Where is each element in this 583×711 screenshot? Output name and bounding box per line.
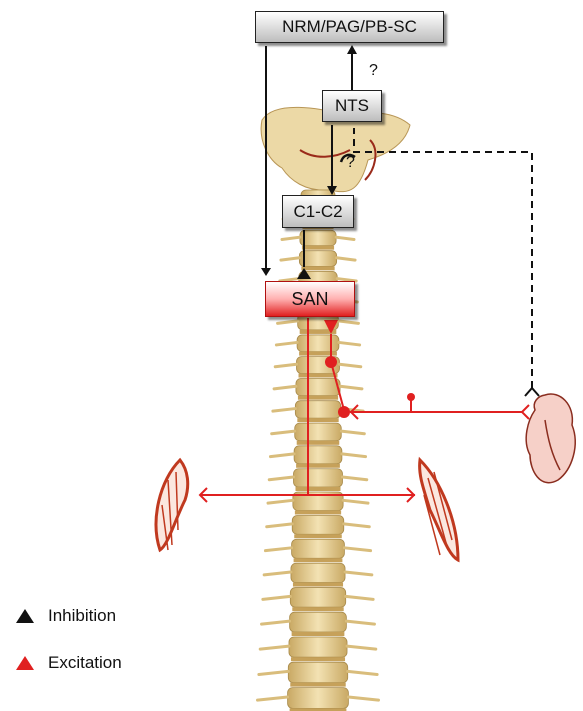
intervertebral-disc <box>295 487 340 491</box>
vertebra <box>291 563 345 582</box>
vertebra <box>290 588 345 608</box>
vertebra <box>288 662 347 682</box>
heart-afferent-fork <box>525 388 539 396</box>
intervertebral-disc <box>297 418 338 422</box>
legend-excitation: Excitation <box>16 653 122 673</box>
intervertebral-disc <box>290 683 345 687</box>
intervertebral-disc <box>298 396 338 400</box>
intervertebral-disc <box>297 441 340 445</box>
brainstem-to-san-arrowhead <box>261 268 271 276</box>
excitation-legend-icon <box>16 656 34 670</box>
intervertebral-disc <box>293 583 343 587</box>
intervertebral-disc <box>295 510 341 514</box>
san-node: SAN <box>265 281 355 317</box>
inhibition-legend-icon <box>16 609 34 623</box>
intervertebral-disc <box>296 464 340 468</box>
vertebra <box>289 637 347 657</box>
muscle-icon <box>156 460 188 550</box>
heart-icon <box>526 394 575 483</box>
question-mark-upper: ? <box>369 62 378 80</box>
nts-node: NTS <box>322 90 382 122</box>
vertebra <box>294 446 342 464</box>
question-mark-lower: ? <box>346 154 355 172</box>
vertebra <box>295 423 342 441</box>
vertebra <box>300 230 336 245</box>
ganglion-node-2 <box>338 406 350 418</box>
intervertebral-disc <box>301 266 334 270</box>
heart-efferent-fork <box>522 405 529 419</box>
excitatory-pathways <box>200 318 529 502</box>
heart-branch-node <box>407 393 415 401</box>
vertebra <box>292 539 345 558</box>
intervertebral-disc <box>294 534 342 538</box>
heart-afferent-dashed-line <box>354 128 532 388</box>
brainstem-node: NRM/PAG/PB-SC <box>255 11 444 43</box>
intervertebral-disc <box>291 657 345 661</box>
intervertebral-disc <box>294 558 343 562</box>
vertebra <box>293 469 342 487</box>
vertebra <box>296 379 340 396</box>
c1c2-node: C1-C2 <box>282 195 354 228</box>
legend-inhibition: Inhibition <box>16 606 116 626</box>
intervertebral-disc <box>292 632 345 636</box>
legend-label: Excitation <box>48 653 122 673</box>
vertebra <box>295 401 340 418</box>
nts-to-brainstem-arrowhead <box>347 45 357 54</box>
vertebra <box>297 335 339 352</box>
muscle-icon <box>420 460 458 560</box>
intervertebral-disc <box>299 374 338 378</box>
vertebra <box>288 688 349 709</box>
intervertebral-disc <box>292 607 343 611</box>
vertebra <box>292 515 344 534</box>
spine-icon <box>258 190 379 711</box>
vertebra <box>290 612 347 632</box>
intervertebral-disc <box>302 246 334 250</box>
legend-label: Inhibition <box>48 606 116 626</box>
